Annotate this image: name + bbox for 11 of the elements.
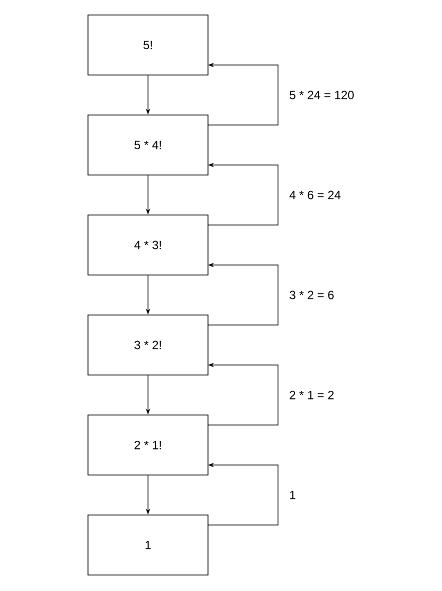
process-box: 3 * 2! [88,314,208,376]
edge-label: 3 * 2 = 6 [290,290,334,300]
process-box: 5! [88,14,208,76]
process-box: 4 * 3! [88,214,208,276]
process-box: 5 * 4! [88,114,208,176]
edge-label: 4 * 6 = 24 [289,190,341,200]
process-box: 1 [88,514,208,576]
edge-label: 2 * 1 = 2 [290,390,334,400]
process-box: 2 * 1! [88,414,208,476]
edge-label: 5 * 24 = 120 [290,90,354,100]
edge-label: 1 [290,490,296,500]
